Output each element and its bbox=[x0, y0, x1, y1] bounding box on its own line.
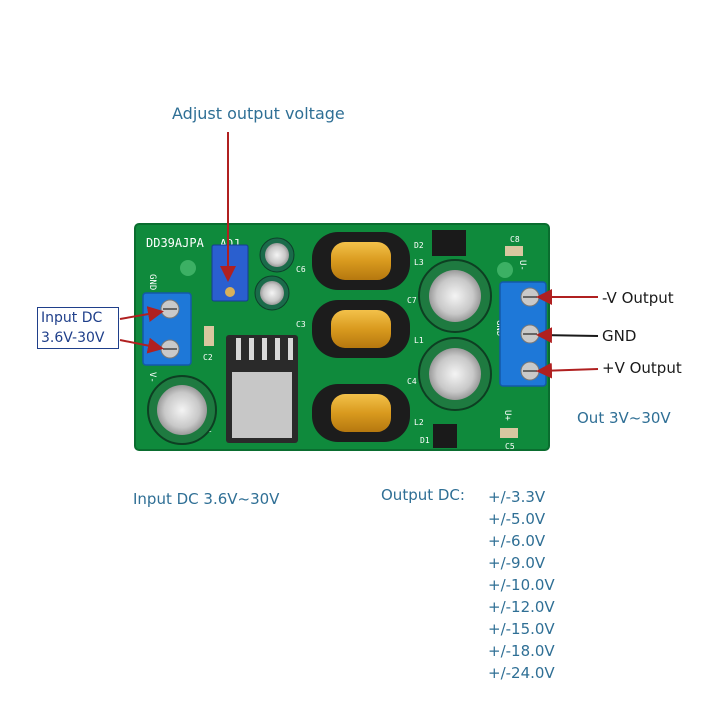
gnd-label: GND bbox=[602, 327, 637, 345]
smd-cap-c5 bbox=[500, 428, 518, 438]
mount-hole bbox=[497, 262, 513, 278]
gnd-arrow bbox=[536, 327, 599, 344]
pos-output-label: +V Output bbox=[602, 359, 682, 377]
silk-c3: C3 bbox=[296, 320, 306, 329]
mount-hole bbox=[180, 260, 196, 276]
input-arrow-1 bbox=[119, 306, 164, 322]
silk-l3: L3 bbox=[414, 258, 424, 267]
silk-gnd-left: GND bbox=[147, 274, 157, 290]
pos-out-arrow bbox=[536, 362, 599, 379]
input-box-line2: 3.6V-30V bbox=[41, 330, 105, 346]
output-range-label: Out 3V~30V bbox=[577, 409, 671, 427]
silk-uminus: U- bbox=[517, 260, 527, 271]
output-voltage-item: +/-3.3V bbox=[488, 488, 546, 506]
input-dc-box: Input DC 3.6V-30V bbox=[37, 307, 119, 349]
input-dc-label: Input DC 3.6V~30V bbox=[133, 490, 280, 508]
adjust-voltage-label: Adjust output voltage bbox=[172, 104, 345, 123]
smd-cap-c8 bbox=[505, 246, 523, 256]
output-voltage-item: +/-24.0V bbox=[488, 664, 555, 682]
input-box-line1: Input DC bbox=[41, 310, 103, 326]
output-voltage-item: +/-9.0V bbox=[488, 554, 546, 572]
silk-c6: C6 bbox=[296, 265, 306, 274]
output-voltage-item: +/-5.0V bbox=[488, 510, 546, 528]
silk-l1: L1 bbox=[414, 336, 424, 345]
silk-c7: C7 bbox=[407, 296, 417, 305]
output-voltage-item: +/-18.0V bbox=[488, 642, 555, 660]
silk-vminus: V- bbox=[147, 372, 157, 383]
silk-l2: L2 bbox=[414, 418, 424, 427]
diode-d1 bbox=[433, 424, 457, 448]
silk-c4: C4 bbox=[407, 377, 417, 386]
silk-d2: D2 bbox=[414, 241, 424, 250]
silk-model: DD39AJPA bbox=[146, 236, 205, 250]
silk-d1: D1 bbox=[420, 436, 430, 445]
silk-uplus: U+ bbox=[502, 410, 512, 421]
inductor-l3 bbox=[312, 232, 410, 290]
output-voltage-item: +/-15.0V bbox=[488, 620, 555, 638]
inductor-l2 bbox=[312, 384, 410, 442]
neg-output-label: -V Output bbox=[602, 289, 674, 307]
output-voltage-list: +/-3.3V +/-5.0V +/-6.0V +/-9.0V +/-10.0V… bbox=[488, 486, 555, 684]
silk-c2: C2 bbox=[203, 353, 213, 362]
input-arrow-2 bbox=[119, 337, 164, 354]
diode-d2 bbox=[432, 230, 466, 256]
silk-c5: C5 bbox=[505, 442, 515, 451]
output-voltage-item: +/-12.0V bbox=[488, 598, 555, 616]
output-voltage-item: +/-10.0V bbox=[488, 576, 555, 594]
output-dc-label: Output DC: bbox=[381, 486, 465, 504]
silk-c8: C8 bbox=[510, 235, 520, 244]
smd-cap-c2 bbox=[204, 326, 214, 346]
output-voltage-item: +/-6.0V bbox=[488, 532, 546, 550]
silk-gnd-right: GND bbox=[494, 320, 504, 336]
inductor-l1 bbox=[312, 300, 410, 358]
